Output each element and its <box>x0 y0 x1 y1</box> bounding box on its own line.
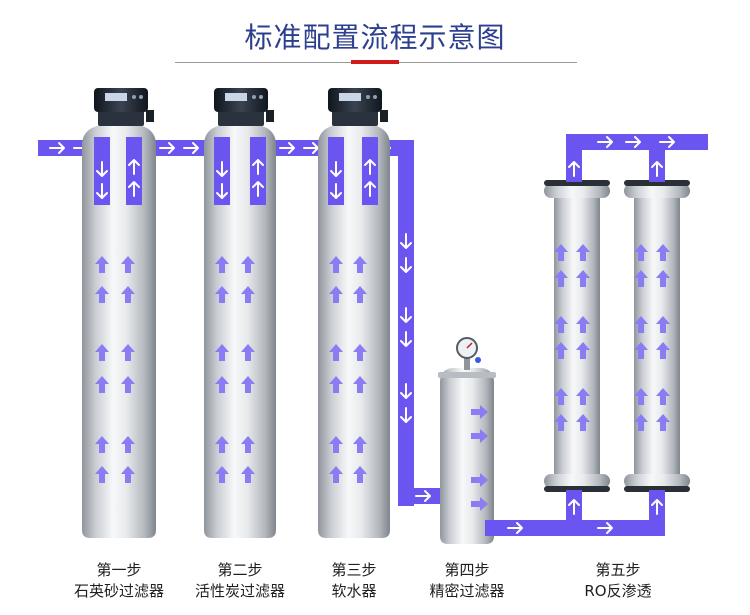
flow-arrow-icon <box>554 316 568 333</box>
step-1-label: 第一步 石英砂过滤器 <box>54 560 184 602</box>
step-5-name: RO反渗透 <box>584 582 652 600</box>
flow-arrow-icon <box>215 344 229 361</box>
flow-arrow-icon <box>471 497 488 511</box>
flow-arrow-icon <box>241 344 255 361</box>
flow-arrow-icon <box>554 270 568 287</box>
flow-arrow-icon <box>634 388 648 405</box>
flow-arrow-icon <box>121 286 135 303</box>
flow-arrow-icon <box>656 414 670 431</box>
page-title: 标准配置流程示意图 <box>244 21 506 54</box>
flow-arrow-icon <box>634 316 648 333</box>
step-1-name: 石英砂过滤器 <box>73 582 164 600</box>
flow-arrow-icon <box>576 342 590 359</box>
flow-arrow-icon <box>576 388 590 405</box>
step-5-number: 第五步 <box>595 561 641 579</box>
step-3-name: 软水器 <box>331 582 377 600</box>
flow-arrow-icon <box>576 244 590 261</box>
pressure-gauge-icon <box>456 337 481 363</box>
step-5-label: 第五步 RO反渗透 <box>553 560 683 602</box>
flow-arrow-icon <box>95 436 109 453</box>
step-2-number: 第二步 <box>217 561 263 579</box>
step-4-label: 第四步 精密过滤器 <box>402 560 532 602</box>
flow-arrow-icon <box>634 414 648 431</box>
flow-arrow-icon <box>241 436 255 453</box>
flow-arrow-icon <box>656 342 670 359</box>
flow-arrow-icon <box>95 466 109 483</box>
flow-arrow-icon <box>576 414 590 431</box>
step-4-name: 精密过滤器 <box>429 582 505 600</box>
control-valve-icon <box>328 88 388 126</box>
flow-arrow-icon <box>554 342 568 359</box>
flow-arrow-icon <box>656 388 670 405</box>
flow-arrow-icon <box>353 466 367 483</box>
flow-arrow-icon <box>121 256 135 273</box>
flow-arrow-icon <box>353 436 367 453</box>
flow-arrow-icon <box>241 376 255 393</box>
flow-arrow-icon <box>554 388 568 405</box>
activated-carbon-filter-tank <box>204 88 276 538</box>
step-4-number: 第四步 <box>444 561 490 579</box>
flow-arrow-icon <box>121 436 135 453</box>
flow-arrow-icon <box>471 405 488 419</box>
step-2-label: 第二步 活性炭过滤器 <box>175 560 305 602</box>
flow-arrow-icon <box>215 286 229 303</box>
flow-arrow-icon <box>656 270 670 287</box>
flow-arrow-icon <box>215 376 229 393</box>
flow-arrow-icon <box>576 316 590 333</box>
flow-arrow-icon <box>576 270 590 287</box>
step-3-label: 第三步 软水器 <box>289 560 419 602</box>
water-softener-tank <box>318 88 390 538</box>
flow-arrow-icon <box>121 466 135 483</box>
flow-arrow-icon <box>329 344 343 361</box>
flow-arrow-icon <box>329 256 343 273</box>
flow-arrow-icon <box>554 244 568 261</box>
control-valve-icon <box>214 88 274 126</box>
flow-arrow-icon <box>634 342 648 359</box>
flow-arrow-icon <box>329 286 343 303</box>
ro-membrane-1 <box>544 180 610 492</box>
flow-arrow-icon <box>215 256 229 273</box>
flow-arrow-icon <box>656 244 670 261</box>
flow-arrow-icon <box>95 286 109 303</box>
flow-arrow-icon <box>241 466 255 483</box>
flow-arrow-icon <box>95 344 109 361</box>
flow-arrow-icon <box>329 436 343 453</box>
flow-arrow-icon <box>329 376 343 393</box>
flow-arrow-icon <box>215 436 229 453</box>
flow-arrow-icon <box>634 270 648 287</box>
flow-arrow-icon <box>241 286 255 303</box>
flow-arrow-icon <box>471 473 488 487</box>
flow-arrow-icon <box>353 286 367 303</box>
flow-arrow-icon <box>353 376 367 393</box>
step-2-name: 活性炭过滤器 <box>194 582 285 600</box>
flow-arrow-icon <box>95 376 109 393</box>
quartz-sand-filter-tank <box>82 88 156 538</box>
step-3-number: 第三步 <box>331 561 377 579</box>
flow-arrow-icon <box>95 256 109 273</box>
step-1-number: 第一步 <box>96 561 142 579</box>
flow-arrow-icon <box>656 316 670 333</box>
precision-filter-housing <box>438 337 496 544</box>
flow-arrow-icon <box>634 244 648 261</box>
ro-membrane-2 <box>624 180 690 492</box>
title-accent-bar <box>351 60 399 64</box>
flow-arrow-icon <box>121 344 135 361</box>
flow-arrow-icon <box>241 256 255 273</box>
control-valve-icon <box>94 88 154 126</box>
flow-arrow-icon <box>554 414 568 431</box>
flow-arrow-icon <box>471 429 488 443</box>
flow-arrow-icon <box>121 376 135 393</box>
flow-arrow-icon <box>215 466 229 483</box>
flow-arrow-icon <box>353 256 367 273</box>
flow-arrow-icon <box>353 344 367 361</box>
flow-arrow-icon <box>329 466 343 483</box>
